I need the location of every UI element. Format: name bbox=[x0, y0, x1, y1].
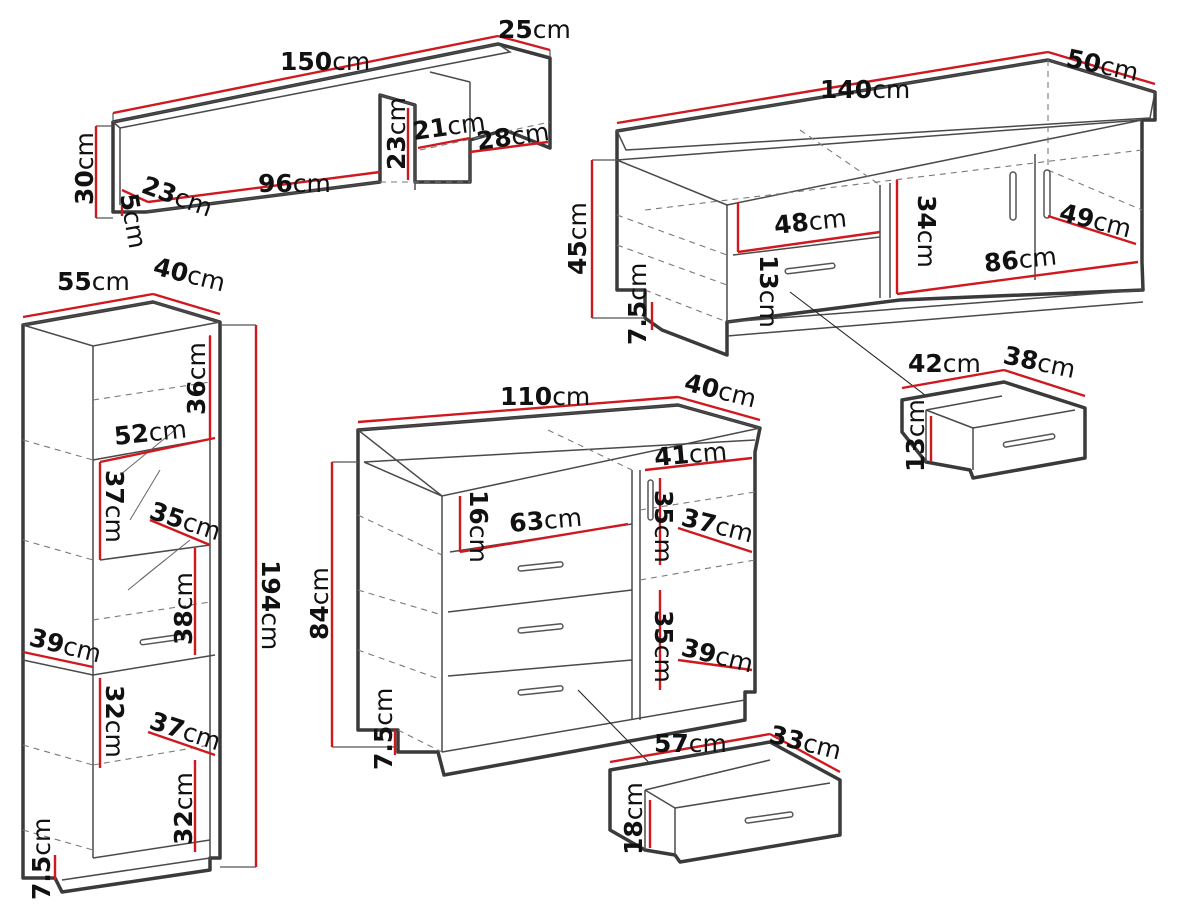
dresser-lower-shelf-depth-label: 39cm bbox=[679, 633, 757, 679]
dresser-plinth-label: 7.5cm bbox=[369, 688, 398, 770]
tall-cabinet-depth-label: 40cm bbox=[151, 252, 229, 298]
dresser-height-label: 84cm bbox=[305, 567, 334, 640]
dresser-drawer-width-label: 57cm bbox=[654, 729, 727, 758]
tall-cabinet-width-label: 55cm bbox=[57, 267, 130, 296]
tv-drawer bbox=[900, 368, 1087, 480]
tall-cabinet-inner-width-label: 52cm bbox=[113, 415, 189, 451]
shelf-compartment-depth-label: 28cm bbox=[475, 117, 551, 156]
shelf-bottom-thickness-label: 5cm bbox=[114, 191, 152, 251]
tv-cabinet-niche-width-label: 48cm bbox=[773, 204, 849, 240]
shelf-gap-width-label: 96cm bbox=[258, 169, 331, 198]
tv-cabinet bbox=[590, 50, 1157, 406]
tv-cabinet-height-label: 45cm bbox=[563, 202, 592, 275]
wall-shelf bbox=[94, 34, 552, 219]
tv-drawer-height-label: 13cm bbox=[901, 399, 930, 472]
dresser-drawer bbox=[608, 732, 842, 864]
shelf-compartment-width-label: 21cm bbox=[411, 107, 487, 146]
dresser-lower-shelf-height-label: 35cm bbox=[649, 610, 678, 683]
shelf-height-inner-label: 23cm bbox=[382, 97, 411, 170]
tv-drawer-width-label: 42cm bbox=[908, 349, 981, 378]
dresser bbox=[330, 395, 762, 831]
dresser-drawer-height-label: 18cm bbox=[619, 782, 648, 855]
tv-cabinet-compartment-height-label: 34cm bbox=[912, 195, 941, 268]
shelf-height-label: 30cm bbox=[70, 132, 99, 205]
dresser-door-width-label: 41cm bbox=[653, 437, 728, 472]
dresser-width-label: 110cm bbox=[500, 382, 590, 411]
shelf-depth-label: 25cm bbox=[498, 15, 571, 44]
tv-cabinet-compartment-width-label: 86cm bbox=[983, 242, 1059, 278]
tall-cabinet-top-space-label: 36cm bbox=[182, 342, 211, 415]
tv-cabinet-plinth-label: 7.5cm bbox=[623, 263, 652, 345]
dresser-upper-shelf-height-label: 35cm bbox=[649, 490, 678, 563]
tall-cabinet-shelf-height-1-label: 37cm bbox=[100, 470, 129, 543]
tv-cabinet-niche-height-label: 13cm bbox=[754, 255, 783, 328]
shelf-width-label: 150cm bbox=[280, 47, 370, 76]
dresser-depth-label: 40cm bbox=[682, 368, 760, 414]
tall-cabinet-shelf-height-2-label: 38cm bbox=[169, 572, 198, 645]
dresser-drawer-width-label: 63cm bbox=[508, 503, 583, 538]
tall-cabinet-height-label: 194cm bbox=[256, 560, 285, 650]
tall-cabinet-bottom-space-label: 32cm bbox=[169, 772, 198, 845]
tv-cabinet-width-label: 140cm bbox=[820, 75, 910, 104]
tall-cabinet-shelf-height-3-label: 32cm bbox=[100, 685, 129, 758]
dresser-top-drawer-height-label: 16cm bbox=[464, 490, 493, 563]
tall-cabinet bbox=[21, 292, 258, 894]
tv-drawer-depth-label: 38cm bbox=[1001, 341, 1078, 385]
tall-cabinet-plinth-label: 7.5cm bbox=[27, 818, 56, 900]
